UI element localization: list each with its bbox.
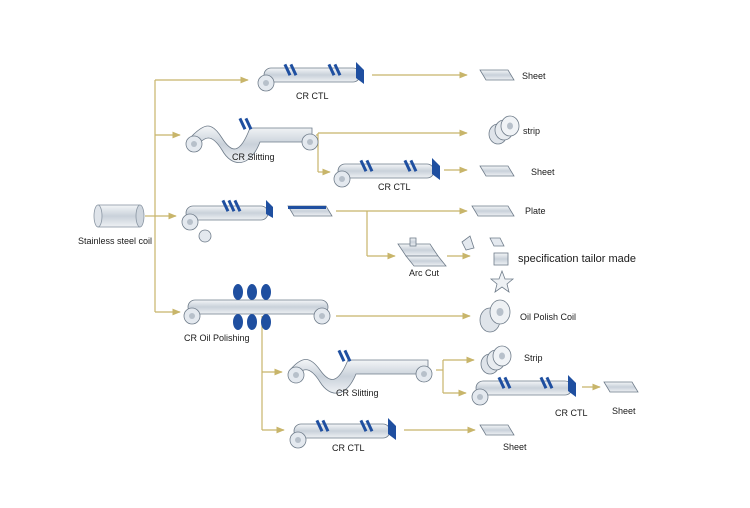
cr-slitting-machine-2 [287,349,433,394]
process-label-cr-oil-polishing: CR Oil Polishing [184,333,250,343]
cr-ctl-machine-top [257,62,364,92]
process-label-cr-slitting-2: CR Slitting [336,388,379,398]
cr-ctl-machine-right [471,375,576,406]
process-label-cr-ctl-mid: CR CTL [378,182,411,192]
product-label-strip-2: Strip [524,353,543,363]
product-label-strip-1: strip [523,126,541,136]
product-plate-icon [471,205,515,217]
product-label-sheet-3: Sheet [612,406,636,416]
cr-oil-polishing-machine [183,284,331,330]
product-label-sheet-4: Sheet [503,442,527,452]
product-label-sheet-2: Sheet [531,167,555,177]
process-label-cr-ctl-bottom: CR CTL [332,443,365,453]
process-label-arc-cut: Arc Cut [409,268,440,278]
product-label-spec-tailor-made: specification tailor made [518,253,637,265]
product-tailor-made-icons [461,235,515,293]
plate-cutting-machine [181,199,333,243]
product-sheet-1-icon [479,69,515,81]
arc-cut-machine [397,237,447,267]
product-strip-2-icon [480,345,512,375]
product-label-plate: Plate [525,206,546,216]
cr-ctl-machine-mid [333,158,440,188]
connector-lines [145,71,601,434]
ctl-blades [283,62,364,84]
cr-ctl-machine-bottom [289,418,396,449]
process-label-cr-ctl-top: CR CTL [296,91,329,101]
product-strip-1-icon [488,115,520,145]
process-label-cr-slitting: CR Slitting [232,152,275,162]
cr-slitting-machine [185,117,319,164]
product-oil-polish-coil-icon [479,299,511,333]
product-sheet-3-icon [603,381,639,393]
source-coil-label: Stainless steel coil [78,236,153,246]
product-sheet-2-icon [479,165,515,177]
product-sheet-4-icon [479,424,515,436]
product-label-sheet-1: Sheet [522,71,546,81]
stainless-steel-coil [93,204,145,228]
process-label-cr-ctl-right: CR CTL [555,408,588,418]
product-label-oil-polish-coil: Oil Polish Coil [520,312,577,322]
